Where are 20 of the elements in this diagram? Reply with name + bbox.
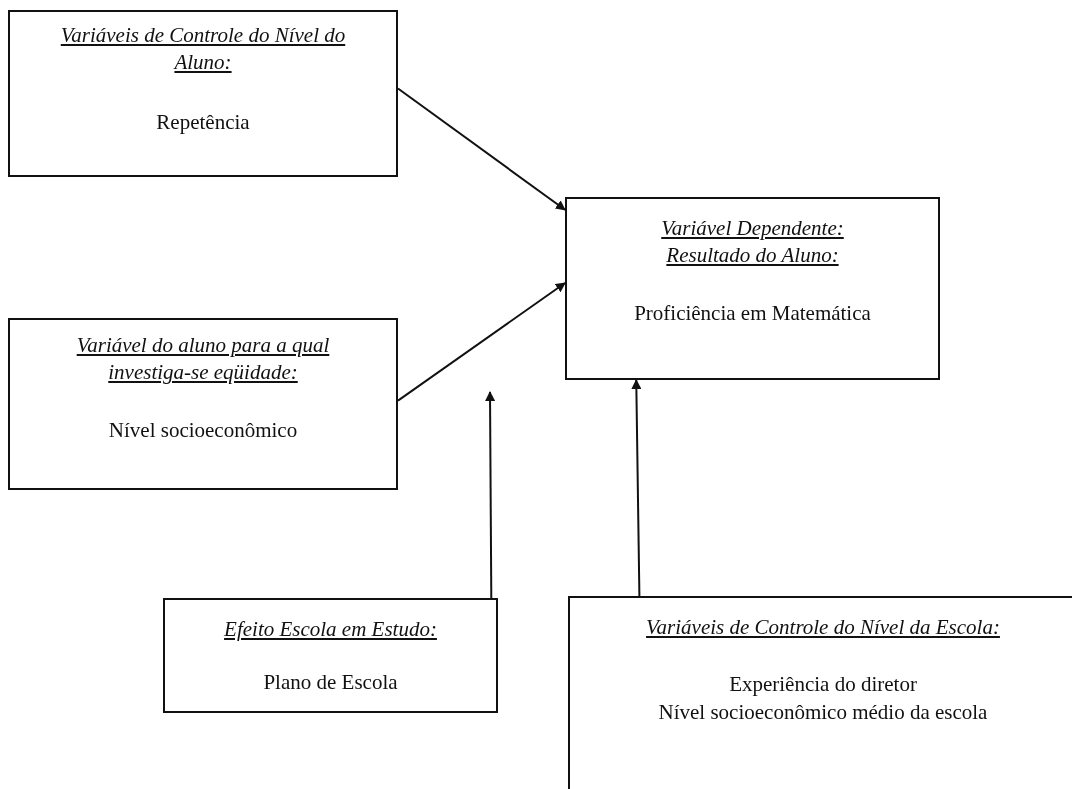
variable-box [8, 318, 398, 490]
variable-box [163, 598, 498, 713]
variable-name: Plano de Escola [262, 669, 399, 697]
variable-name: Proficiência em Matemática [633, 299, 872, 327]
box-heading: Variável do aluno para a qual investiga-se eqüidade: [75, 332, 331, 387]
variable-name: Nível socioeconômico [107, 416, 299, 444]
variable-box [565, 197, 940, 380]
box-heading: Variáveis de Controle do Nível da Escola: [645, 614, 1001, 641]
arrow [631, 379, 642, 597]
variable-name: Nível socioeconômico médio da escola [657, 698, 989, 726]
arrow [397, 87, 566, 211]
variable-name: Experiência do diretor [728, 671, 918, 699]
arrow [397, 282, 566, 402]
variable-box [568, 596, 1072, 789]
arrow [485, 391, 496, 599]
box-heading: Variáveis de Controle do Nível do Aluno: [59, 22, 347, 77]
variable-box [8, 10, 398, 177]
box-heading: Variável Dependente: Resultado do Aluno: [660, 215, 845, 270]
variable-name: Repetência [155, 108, 251, 136]
box-heading: Efeito Escola em Estudo: [223, 616, 438, 643]
